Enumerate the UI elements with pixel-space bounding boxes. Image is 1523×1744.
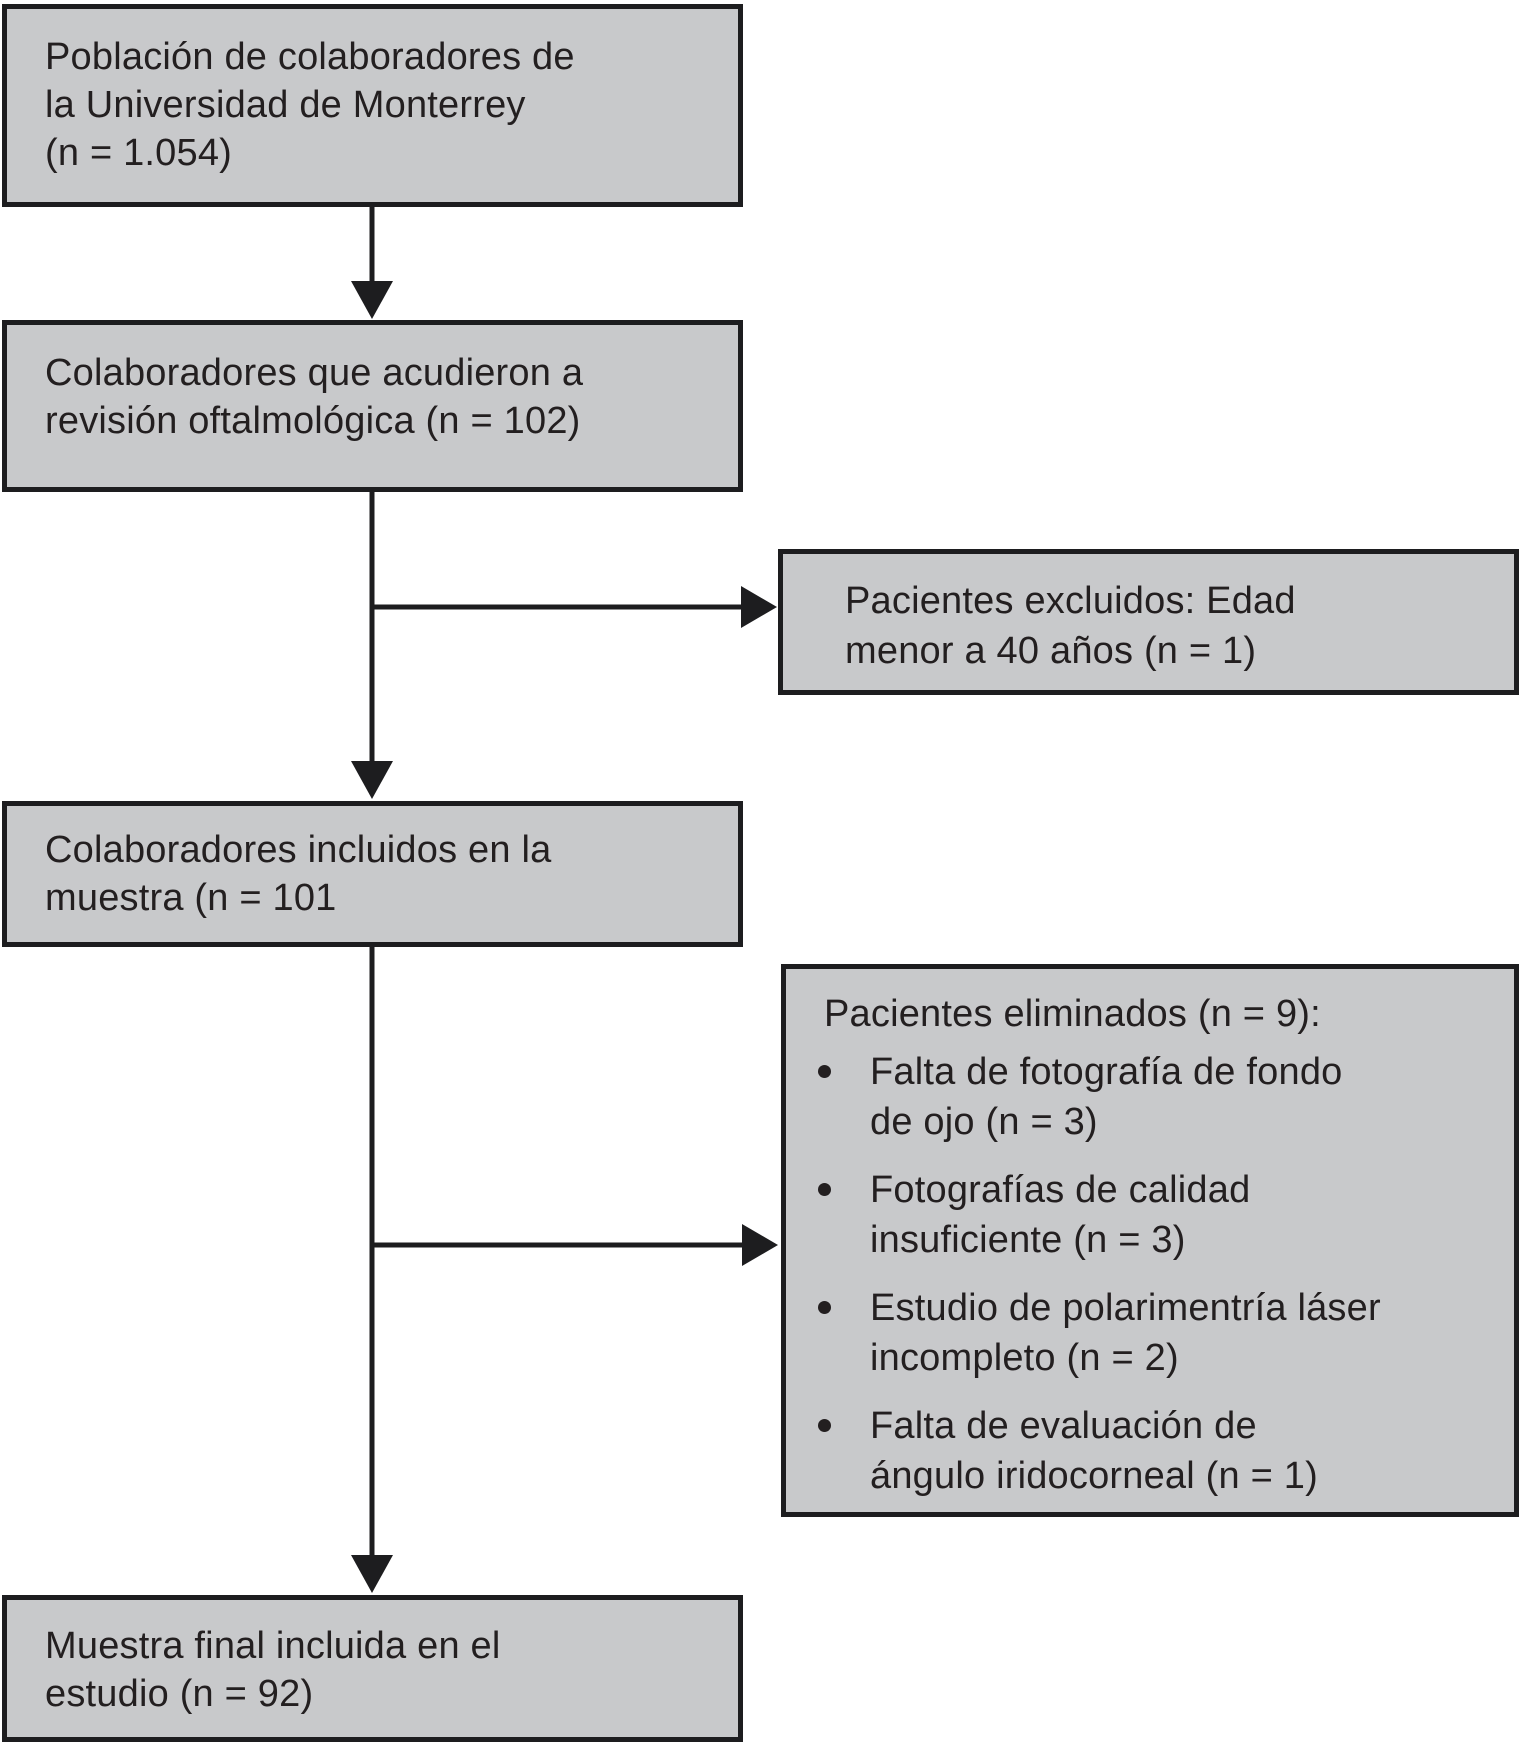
excluded-box-text: Pacientes excluidos: Edad menor a 40 año… [845,580,1296,672]
excluded-box: Pacientes excluidos: Edad menor a 40 año… [778,549,1519,695]
eliminated-bullet-item: Falta de fotografía de fondo de ojo (n =… [816,1047,1486,1147]
arrowhead-right-icon [742,1224,778,1266]
arrowhead-down-icon [351,281,393,319]
eliminated-bullet-item: Estudio de polarimentría láser incomplet… [816,1283,1486,1383]
arrowhead-down-icon [351,761,393,799]
attended-box: Colaboradores que acudieron a revisión o… [2,320,743,492]
arrowhead-right-icon [741,586,777,628]
included-box-text: Colaboradores incluidos en la muestra (n… [45,829,552,919]
eliminated-bullet-list: Falta de fotografía de fondo de ojo (n =… [816,1047,1486,1501]
final-sample-box: Muestra final incluida en el estudio (n … [2,1595,743,1742]
final-sample-box-text: Muestra final incluida en el estudio (n … [45,1625,501,1715]
included-box: Colaboradores incluidos en la muestra (n… [2,801,743,947]
eliminated-bullet-text: Falta de fotografía de fondo de ojo (n =… [870,1051,1343,1143]
eliminated-bullet-text: Estudio de polarimentría láser incomplet… [870,1287,1381,1379]
eliminated-bullet-item: Fotografías de calidad insuficiente (n =… [816,1165,1486,1265]
bullet-dot-icon [818,1419,831,1432]
population-box-text: Población de colaboradores de la Univers… [45,36,575,174]
eliminated-bullet-text: Fotografías de calidad insuficiente (n =… [870,1169,1251,1261]
eliminated-bullet-text: Falta de evaluación de ángulo iridocorne… [870,1405,1318,1497]
eliminated-bullet-item: Falta de evaluación de ángulo iridocorne… [816,1401,1486,1501]
eliminated-box: Pacientes eliminados (n = 9): Falta de f… [781,964,1519,1517]
eliminated-box-title: Pacientes eliminados (n = 9): [824,993,1321,1035]
bullet-dot-icon [818,1301,831,1314]
bullet-dot-icon [818,1183,831,1196]
arrowhead-down-icon [351,1555,393,1593]
bullet-dot-icon [818,1065,831,1078]
attended-box-text: Colaboradores que acudieron a revisión o… [45,352,584,442]
population-box: Población de colaboradores de la Univers… [2,4,743,207]
